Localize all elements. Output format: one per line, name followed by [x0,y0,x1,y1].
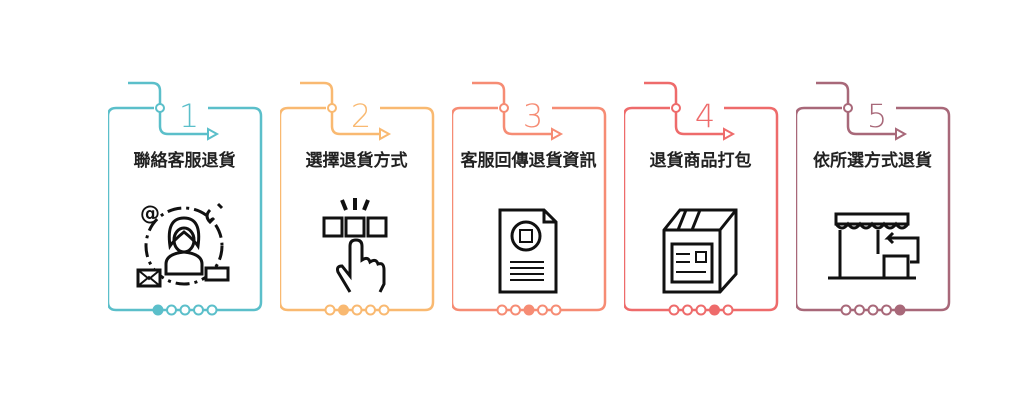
document-icon [498,208,558,294]
step-number: 2 [350,97,372,135]
progress-dot [867,304,879,316]
step-card-3: 3 客服回傳退貨資訊 [452,0,624,409]
progress-dot [695,304,707,316]
progress-dot [206,304,218,316]
step-card-5: 5 依所選方式退貨 [796,0,968,409]
select-option-icon [322,198,388,293]
step-frame [280,81,435,316]
step-card-2: 2 選擇退貨方式 [280,0,452,409]
arrow-head-icon [723,127,736,141]
progress-dot [496,304,508,316]
arrow-head-icon [895,127,908,141]
step-title: 選擇退貨方式 [305,151,408,171]
package-box-icon [662,208,738,294]
progress-dot [351,304,363,316]
step-frame [452,81,607,316]
step-frame [108,81,263,316]
progress-dot [668,304,680,316]
arrow-head-icon [379,127,392,141]
progress-dot [166,304,177,316]
step-number: 3 [522,97,544,135]
progress-dot [682,304,693,316]
step-title: 退貨商品打包 [649,151,752,171]
step-number: 1 [178,97,200,135]
step-card-4: 4 退貨商品打包 [624,0,796,409]
progress-dot [378,304,390,316]
progress-dot [537,304,548,316]
progress-dot [722,304,734,316]
progress-dot [510,304,521,316]
progress-dot [365,304,376,316]
step-number: 4 [694,97,716,135]
arrow-head-icon [551,127,564,141]
progress-dot [324,304,336,316]
step-frame [624,81,779,316]
store-return-icon [828,212,920,280]
svg-text:@: @ [140,201,160,225]
progress-dot [840,304,852,316]
step-card-1: 1 聯絡客服退貨 @ [108,0,280,409]
progress-dot [854,304,865,316]
progress-dot [179,304,191,316]
step-frame [796,81,951,316]
step-number: 5 [866,97,888,135]
step-title: 客服回傳退貨資訊 [460,151,597,171]
progress-dot [152,304,164,316]
progress-dot [338,304,349,316]
progress-dot [894,304,906,316]
progress-dot [523,304,535,316]
step-title: 依所選方式退貨 [813,151,932,171]
progress-dot [709,304,720,316]
customer-service-icon: @ [136,201,230,288]
progress-dot [550,304,562,316]
progress-dot [881,304,892,316]
step-title: 聯絡客服退貨 [133,151,236,171]
arrow-head-icon [207,127,220,141]
progress-dot [193,304,204,316]
